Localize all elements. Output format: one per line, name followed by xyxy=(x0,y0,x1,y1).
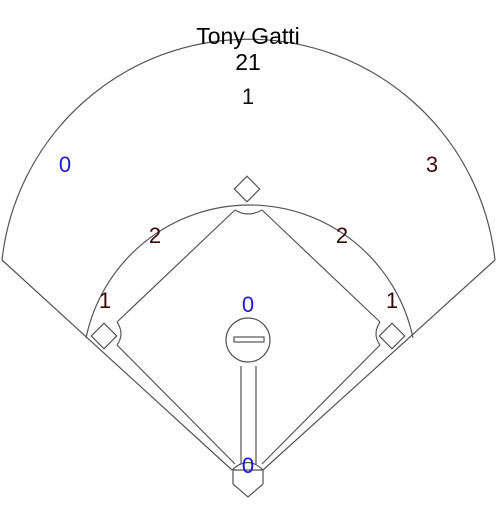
zone-left-center-infield-count: 2 xyxy=(149,223,161,248)
zone-right-field-count: 3 xyxy=(426,152,438,177)
zone-left-field-count: 0 xyxy=(59,152,71,177)
outfield-fence xyxy=(1,38,496,261)
infield-arc xyxy=(85,204,414,339)
base-path-first-second xyxy=(261,209,381,323)
third-base-cutout xyxy=(116,321,122,346)
zone-catcher-count: 0 xyxy=(242,453,254,478)
zone-pitcher-count: 0 xyxy=(242,292,254,317)
right-foul-line xyxy=(262,259,496,471)
second-base-cutout xyxy=(234,209,263,215)
base-path-second-third xyxy=(116,209,236,323)
first-base-cutout xyxy=(375,321,381,346)
zone-first-base-line-count: 1 xyxy=(386,288,398,313)
zone-third-base-line-count: 1 xyxy=(99,288,111,313)
zone-right-center-infield-count: 2 xyxy=(336,223,348,248)
home-plate xyxy=(232,469,264,498)
home-plate-circle xyxy=(231,461,264,471)
mound-path xyxy=(240,366,257,464)
base-path-home-first xyxy=(261,344,381,465)
third-base xyxy=(90,322,118,350)
base-path-third-home xyxy=(116,344,236,465)
first-base xyxy=(378,322,406,350)
pitchers-rubber xyxy=(233,336,265,343)
zone-center-field-count: 1 xyxy=(242,84,254,109)
left-foul-line xyxy=(1,259,233,471)
player-number: 21 xyxy=(235,49,261,75)
second-base xyxy=(233,175,261,203)
player-name: Tony Gatti xyxy=(196,23,300,49)
